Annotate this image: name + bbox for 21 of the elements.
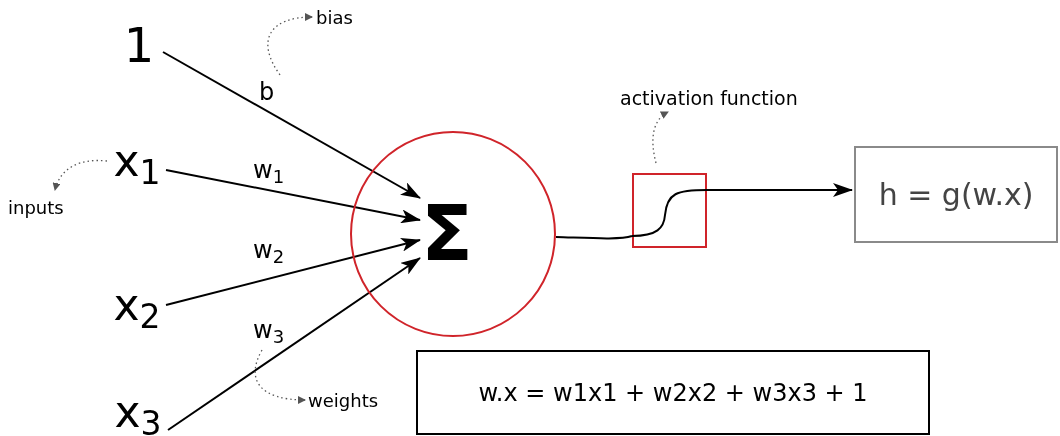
output-box: h = g(w.x) bbox=[854, 146, 1058, 243]
leader-arrow bbox=[254, 349, 306, 404]
annotation-text: weights bbox=[308, 386, 406, 414]
arrow bbox=[165, 169, 421, 224]
annotation-text: inputs bbox=[8, 194, 68, 220]
arrow bbox=[165, 237, 421, 306]
leader-arrow bbox=[53, 159, 108, 191]
arrow bbox=[706, 183, 853, 197]
arrow bbox=[162, 51, 421, 199]
leader-arrow bbox=[267, 13, 313, 76]
sigma-symbol: Σ bbox=[421, 196, 473, 272]
input-label: x$_{2}$ bbox=[108, 280, 166, 330]
annotation-text: bias bbox=[316, 4, 372, 30]
formula-box: w.x = w1x1 + w2x2 + w3x3 + 1 bbox=[416, 350, 930, 435]
activation-box bbox=[632, 173, 707, 248]
annotation-text: activation function bbox=[620, 84, 860, 112]
input-label: 1 bbox=[118, 18, 160, 72]
input-label: x$_{3}$ bbox=[108, 388, 168, 436]
input-label: x$_{1}$ bbox=[108, 136, 166, 186]
arrow bbox=[167, 257, 421, 431]
leader-arrow bbox=[652, 111, 669, 164]
